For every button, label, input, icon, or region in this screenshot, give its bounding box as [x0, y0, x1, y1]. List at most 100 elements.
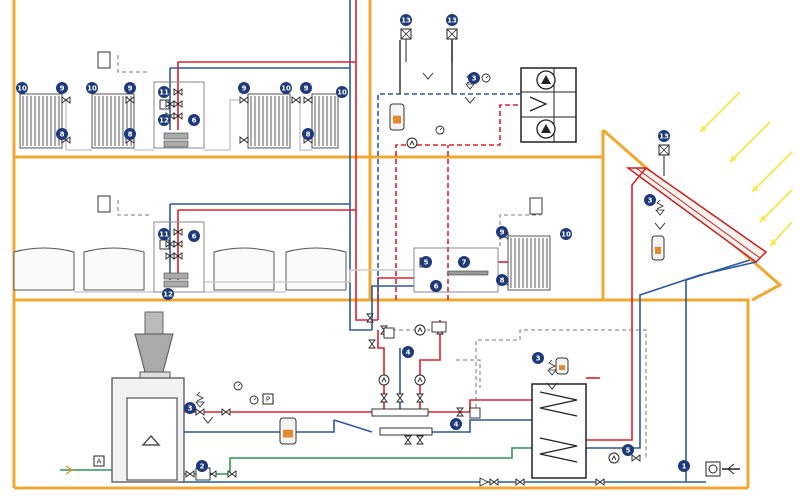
badge-8: 8: [124, 128, 136, 140]
vent-supply-duct: [395, 104, 520, 300]
radiator: [19, 93, 63, 149]
badge-number: 8: [60, 131, 65, 139]
sun-ray-arrowhead: [730, 155, 737, 162]
tank-coil-return: [432, 419, 532, 433]
badge-number: 9: [60, 85, 65, 93]
badge-number: 13: [447, 17, 457, 25]
valve: [239, 136, 249, 144]
badge-number: 3: [648, 197, 653, 205]
solar-return: [586, 261, 757, 449]
manifold-bar: [163, 272, 189, 280]
badge-7: 7: [458, 256, 470, 268]
badge-6: 6: [430, 280, 442, 292]
badge-number: 3: [536, 355, 541, 363]
badge-11: 11: [158, 86, 170, 98]
badge-number: 9: [500, 229, 505, 237]
badge-number: 12: [163, 291, 173, 299]
pressure-gauge: [481, 73, 491, 83]
control-box: [431, 321, 447, 333]
badge-5: 5: [622, 444, 634, 456]
control-wire: [117, 55, 150, 73]
badge-13: 13: [400, 14, 412, 26]
badge-number: 8: [128, 131, 133, 139]
valve: [165, 252, 175, 260]
valve: [125, 96, 135, 104]
vent-return-duct: [377, 93, 520, 300]
badge-9: 9: [238, 82, 250, 94]
sensor-box: [383, 327, 395, 339]
badge-9: 9: [496, 226, 508, 238]
badge-number: 9: [304, 85, 309, 93]
pipe: [685, 259, 751, 482]
badge-6: 6: [188, 230, 200, 242]
badge-number: 10: [281, 85, 291, 93]
badge-4: 4: [402, 346, 414, 358]
valve: [404, 435, 412, 445]
badge-number: 6: [192, 117, 197, 125]
badge-number: 7: [462, 259, 467, 267]
gas-meter: A: [93, 455, 105, 467]
control-wire: [456, 359, 481, 388]
radiator: [507, 235, 551, 291]
safety-valve: [195, 391, 205, 408]
air-vent: [658, 144, 670, 156]
sun-ray: [759, 189, 793, 223]
pressure-gauge: [233, 381, 243, 391]
circulation-pump: [406, 137, 418, 149]
water-meter: [705, 461, 721, 477]
radiator-link: [62, 99, 92, 151]
valve: [303, 96, 313, 104]
badge-number: 6: [192, 233, 197, 241]
badge-number: 13: [401, 17, 411, 25]
manifold-floor-heating: [413, 247, 499, 293]
valve: [396, 393, 404, 403]
badge-1: 1: [678, 460, 690, 472]
badge-12: 12: [162, 288, 174, 300]
convector: [13, 247, 75, 291]
valve: [368, 339, 376, 349]
pipework: [60, 0, 757, 483]
badge-11: 11: [158, 228, 170, 240]
air-vent: [446, 28, 458, 40]
solar-supply: [586, 167, 647, 441]
riser-return: [349, 0, 372, 331]
badge-8: 8: [496, 274, 508, 286]
convector-units: [13, 247, 347, 291]
valve: [239, 96, 249, 104]
sun-ray-arrowhead: [760, 215, 767, 222]
sun-ray: [699, 91, 741, 133]
hydraulic-header: [371, 408, 433, 436]
valve: [221, 408, 231, 416]
badge-number: 5: [626, 447, 631, 455]
roof-outline: [601, 157, 750, 488]
pressure-gauge: [435, 125, 445, 135]
badge-13: 13: [658, 130, 670, 142]
pressure-switch-label: P: [266, 396, 270, 404]
badge-number: 3: [472, 75, 477, 83]
gas-meter-label: A: [97, 458, 102, 466]
valve: [165, 240, 175, 248]
drain-funnel: [422, 72, 434, 80]
circulation-pump: [414, 374, 426, 386]
valve: [61, 96, 71, 104]
badge-number: 9: [128, 85, 133, 93]
boiler-return: [184, 420, 335, 433]
valve: [515, 478, 525, 486]
badge-6: 6: [188, 114, 200, 126]
check-valve: [479, 477, 489, 487]
riser-supply: [355, 0, 378, 321]
gas-inlet-arrow: [65, 465, 74, 475]
sun-ray-arrowhead: [752, 185, 759, 192]
badge-10: 10: [560, 228, 572, 240]
circulation-pump: [608, 452, 620, 464]
manifold-bar: [163, 140, 189, 148]
fittings: [61, 28, 735, 487]
valve: [595, 478, 605, 486]
circulation-pump: [414, 324, 426, 336]
badge-9: 9: [124, 82, 136, 94]
sun-ray-arrowhead: [700, 125, 707, 132]
drain-funnel: [546, 382, 558, 390]
valve: [489, 478, 499, 486]
